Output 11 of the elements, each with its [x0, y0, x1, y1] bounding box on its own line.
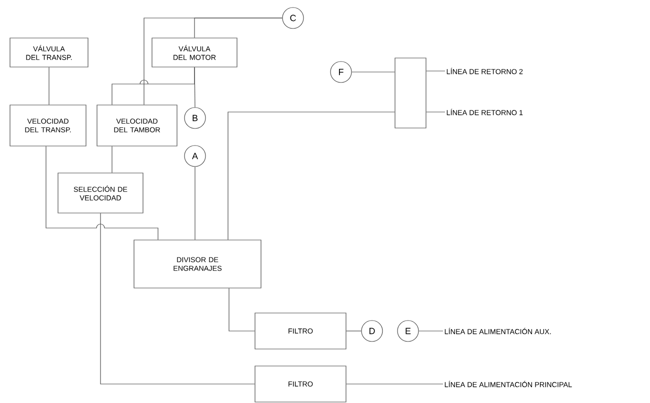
connector-line [346, 330, 362, 332]
connector-line [228, 112, 395, 240]
connector-line [418, 330, 444, 332]
connector-line [228, 288, 255, 332]
connector-line [144, 18, 282, 105]
connector-line [426, 70, 446, 72]
connector-line [100, 212, 255, 384]
connector-line [194, 166, 196, 240]
connector-line [48, 67, 50, 105]
junction-box [394, 58, 426, 128]
connector-line [112, 67, 195, 105]
